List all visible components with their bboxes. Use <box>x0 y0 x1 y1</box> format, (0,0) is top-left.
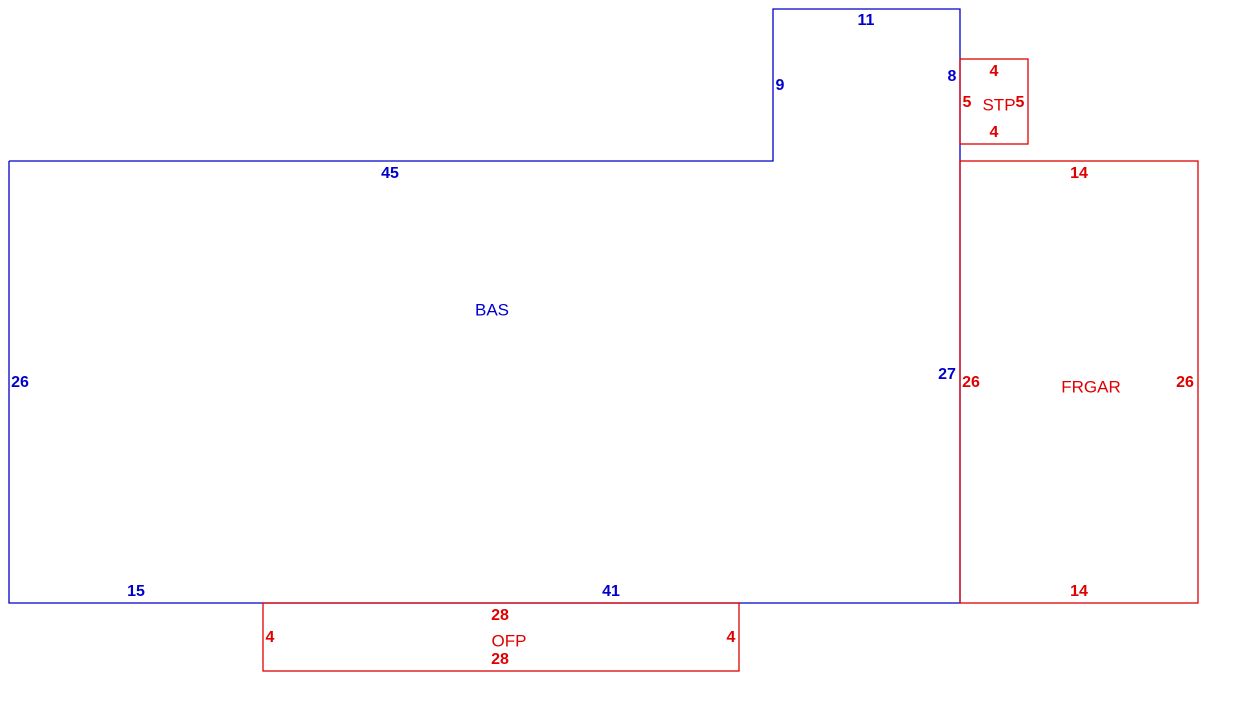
ofp-dim-left: 4 <box>266 629 275 646</box>
bas-dim-bottom-left: 15 <box>127 583 145 600</box>
bas-dim-bottom-right: 41 <box>602 583 620 600</box>
stp-dim-left: 5 <box>963 94 972 111</box>
frgar-dim-top: 14 <box>1070 165 1088 182</box>
bas-dim-bump-top: 11 <box>858 12 875 29</box>
bas-outline <box>8 8 961 604</box>
bas-dim-right: 27 <box>938 366 956 383</box>
ofp-dim-bottom: 28 <box>491 651 509 668</box>
stp-dim-right: 5 <box>1016 94 1025 111</box>
frgar-dim-bottom: 14 <box>1070 583 1088 600</box>
stp-dim-bottom: 4 <box>990 124 999 141</box>
stp-dim-top: 4 <box>990 63 999 80</box>
frgar-dim-right: 26 <box>1176 374 1194 391</box>
bas-area-label: BAS <box>475 300 509 319</box>
ofp-area: 28 28 4 4 OFP <box>262 602 740 672</box>
stp-outline <box>959 58 1029 145</box>
bas-dim-bump-right: 8 <box>948 68 957 85</box>
bas-dim-top-left: 45 <box>381 165 399 182</box>
frgar-dim-left: 26 <box>962 374 980 391</box>
bas-dim-left: 26 <box>11 374 29 391</box>
ofp-area-label: OFP <box>492 631 527 650</box>
ofp-dim-right: 4 <box>727 629 736 646</box>
ofp-dim-top: 28 <box>491 607 509 624</box>
frgar-area-label: FRGAR <box>1061 377 1121 396</box>
frgar-outline <box>959 160 1199 604</box>
stp-area: 4 4 5 5 STP <box>959 58 1029 145</box>
bas-area: 45 11 9 8 26 27 15 41 BAS <box>8 8 961 604</box>
stp-area-label: STP <box>982 95 1015 114</box>
ofp-outline <box>262 602 740 672</box>
frgar-area: 14 14 26 26 FRGAR <box>959 160 1199 604</box>
bas-dim-bump-left: 9 <box>776 77 785 94</box>
